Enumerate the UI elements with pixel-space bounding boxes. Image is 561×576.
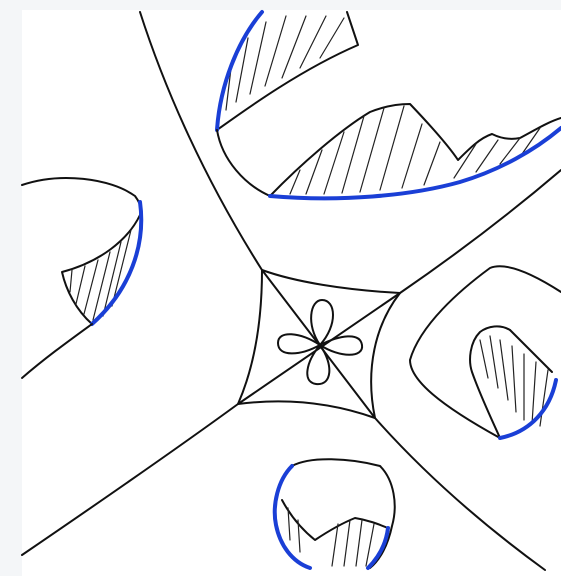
top-right-region — [217, 12, 561, 198]
petal-bottom — [307, 345, 329, 384]
left-region — [22, 178, 141, 378]
left-region-outline — [62, 215, 140, 324]
curve-top-left-to-center — [140, 12, 262, 270]
right-region-hatching — [480, 336, 548, 426]
bottom-region-hatching — [288, 508, 374, 566]
bottom-region — [275, 459, 395, 568]
upper-wedge-hatching — [226, 16, 344, 110]
curve-bottom-right-from-center — [375, 418, 545, 570]
left-lower-line — [22, 324, 92, 378]
paper-left-shade — [0, 0, 22, 576]
petal-right — [320, 336, 362, 354]
curve-bottom-left-from-center — [22, 404, 238, 555]
paper-top-shade — [0, 0, 561, 10]
four-petal-flower — [278, 300, 362, 384]
top-right-connector — [217, 130, 270, 196]
left-top-arc — [22, 178, 141, 215]
lower-wavy-hatching — [290, 106, 540, 194]
right-outer-loop — [410, 266, 561, 438]
right-region-blue-edge — [500, 380, 556, 438]
right-inner-upper-edge — [510, 330, 552, 372]
right-region — [410, 266, 561, 438]
lower-wavy-outline — [270, 104, 561, 196]
left-region-blue-edge — [92, 202, 141, 324]
left-region-hatching — [70, 230, 131, 320]
diagonal-tr-bl — [238, 293, 400, 404]
right-inner-shape — [470, 326, 510, 438]
